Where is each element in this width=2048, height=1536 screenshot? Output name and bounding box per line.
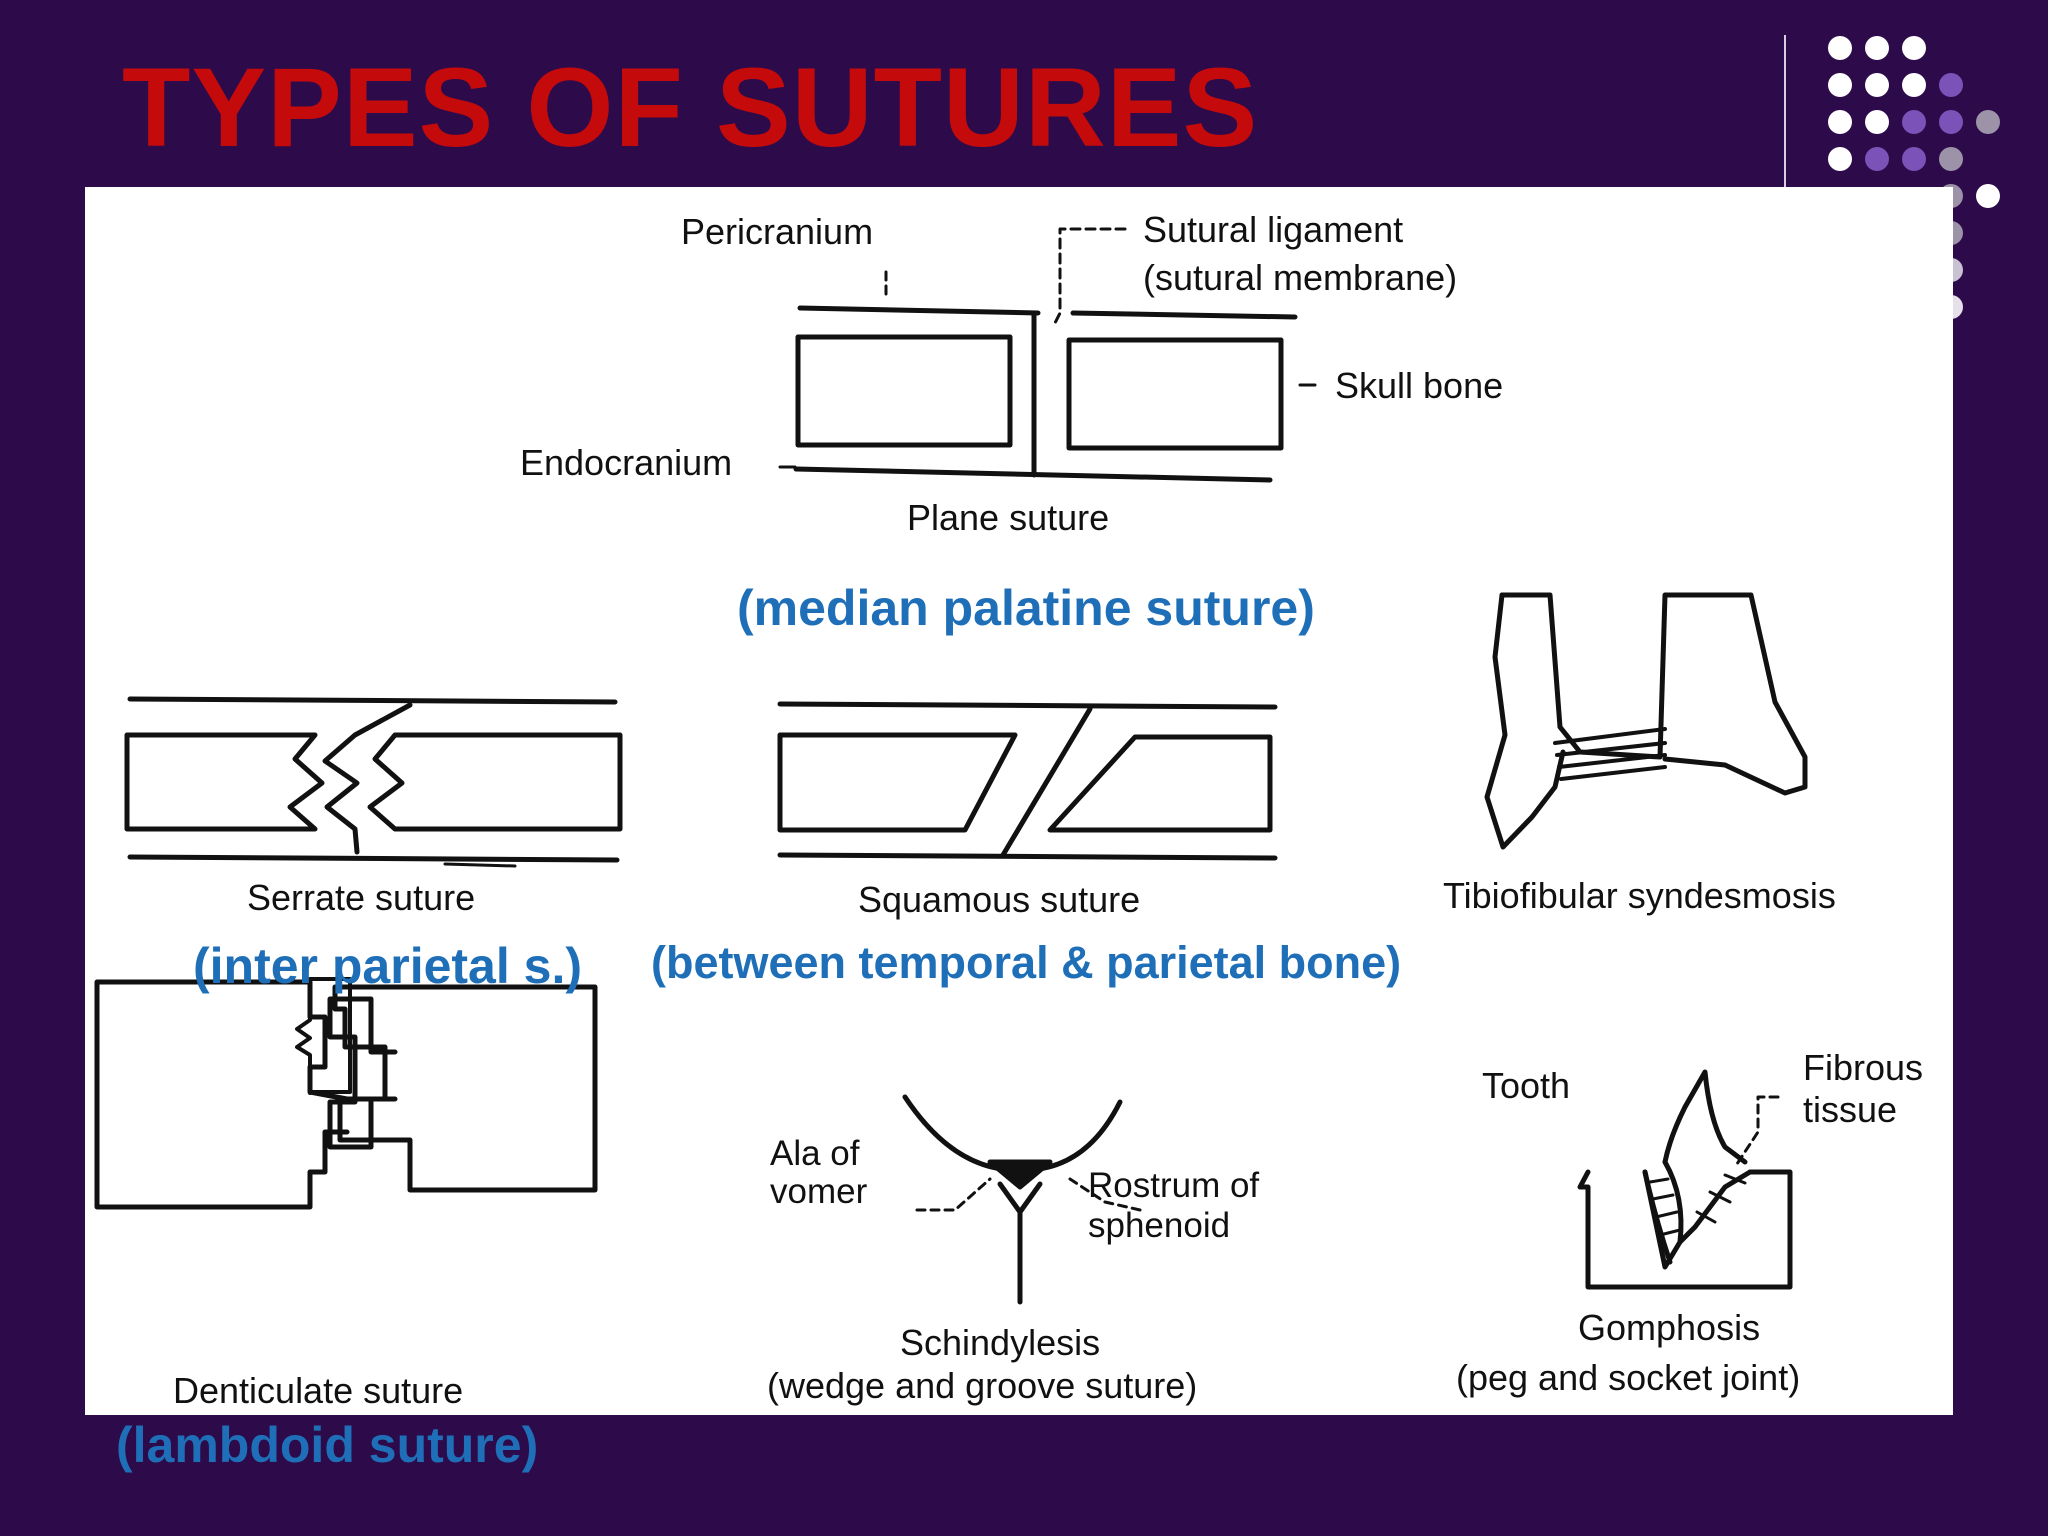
denticulate-suture-drawing bbox=[94, 977, 598, 1210]
note-median-palatine: (median palatine suture) bbox=[737, 580, 1315, 636]
schindylesis-drawing bbox=[902, 1094, 1142, 1305]
label-skull-bone: Skull bone bbox=[1335, 365, 1504, 406]
squamous-suture-drawing bbox=[777, 701, 1278, 861]
caption-plane-suture: Plane suture bbox=[907, 497, 1110, 538]
label-pericranium: Pericranium bbox=[681, 211, 874, 252]
label-endocranium: Endocranium bbox=[520, 442, 733, 483]
dot-row-1 bbox=[1828, 36, 1926, 60]
note-inter-parietal: (inter parietal s.) bbox=[193, 938, 582, 994]
note-temporal-parietal: (between temporal & parietal bone) bbox=[651, 937, 1402, 988]
label-tooth: Tooth bbox=[1482, 1065, 1571, 1106]
note-lambdoid: (lambdoid suture) bbox=[116, 1417, 539, 1473]
diagram-panel: Pericranium Sutural ligament (sutural me… bbox=[85, 187, 1953, 1415]
caption-denticulate-suture: Denticulate suture bbox=[173, 1370, 464, 1411]
dot-row-4 bbox=[1828, 147, 1963, 171]
tibiofibular-drawing bbox=[1484, 592, 1808, 850]
caption-squamous-suture: Squamous suture bbox=[858, 879, 1141, 920]
label-sphenoid: sphenoid bbox=[1088, 1206, 1231, 1245]
label-sutural-ligament: Sutural ligament bbox=[1143, 209, 1404, 250]
plane-suture-drawing bbox=[778, 227, 1317, 483]
slide-title: TYPES OF SUTURES bbox=[122, 45, 1259, 170]
dot-row-3 bbox=[1828, 110, 2000, 134]
caption-serrate-suture: Serrate suture bbox=[247, 877, 476, 918]
suture-diagrams bbox=[94, 227, 1808, 1305]
title-divider bbox=[1784, 35, 1786, 225]
label-rostrum-of: Rostrum of bbox=[1088, 1166, 1260, 1205]
label-tissue: tissue bbox=[1803, 1089, 1898, 1130]
gomphosis-drawing bbox=[1577, 1069, 1793, 1290]
label-sutural-membrane: (sutural membrane) bbox=[1143, 257, 1458, 298]
caption-wedge-groove: (wedge and groove suture) bbox=[767, 1365, 1198, 1406]
label-ala-of: Ala of bbox=[770, 1134, 860, 1173]
caption-tibiofibular: Tibiofibular syndesmosis bbox=[1443, 875, 1836, 916]
label-fibrous: Fibrous bbox=[1803, 1047, 1924, 1088]
caption-peg-socket: (peg and socket joint) bbox=[1456, 1357, 1801, 1398]
decorative-dot-grid bbox=[1828, 36, 2000, 319]
label-vomer: vomer bbox=[770, 1172, 868, 1211]
dot-row-2 bbox=[1828, 73, 1963, 97]
serrate-suture-drawing bbox=[124, 696, 623, 868]
caption-gomphosis: Gomphosis bbox=[1578, 1307, 1761, 1348]
caption-schindylesis: Schindylesis bbox=[900, 1322, 1101, 1363]
